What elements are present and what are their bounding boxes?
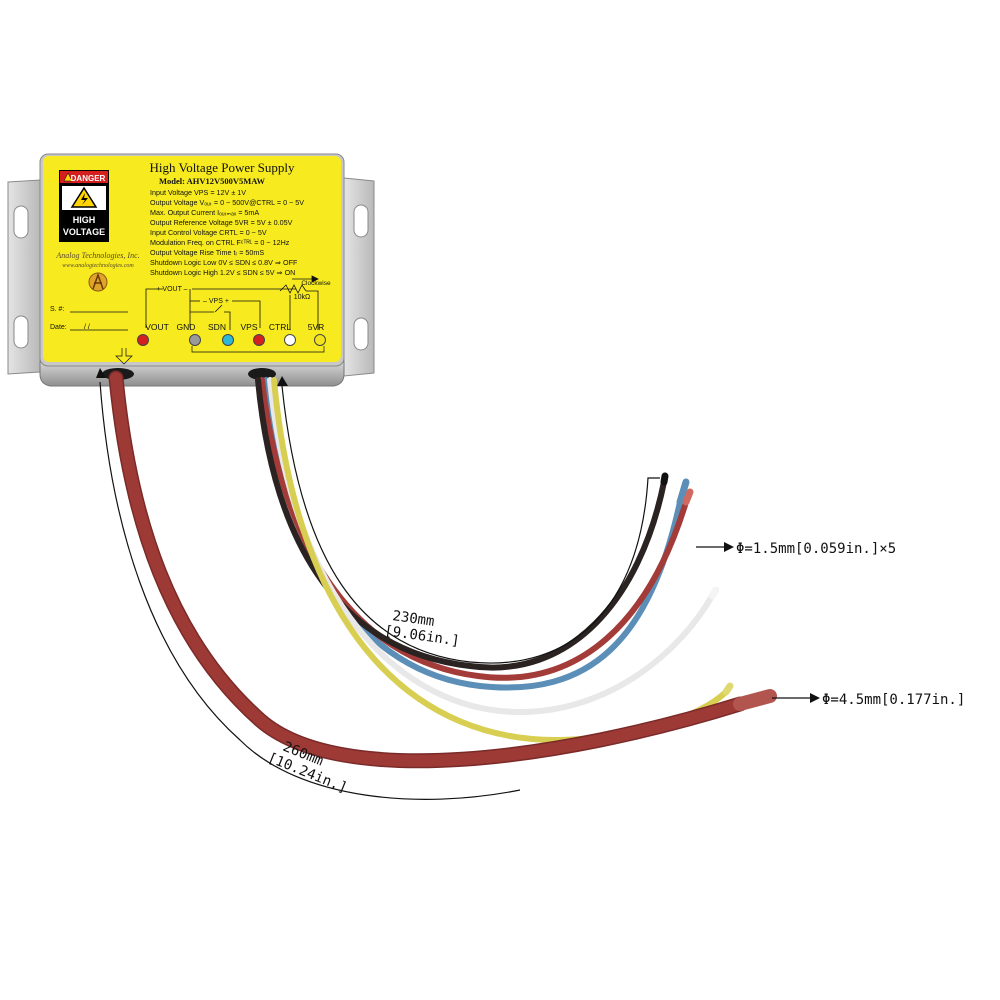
- black-wire: [255, 377, 667, 671]
- pin-dot-gnd: [189, 334, 201, 346]
- small-wire-length-mm: 230mm: [391, 608, 435, 630]
- spec-line: Output Voltage Vₒᵤₜ = 0 ~ 500V@CTRL = 0 …: [150, 198, 304, 207]
- spec-line: Max. Output Current Iₒᵤₜₘₐₓ = 5mA: [150, 208, 259, 217]
- pin-dot-ctrl: [284, 334, 296, 346]
- small-wire-diameter: Φ=1.5mm[0.059in.]×5: [736, 541, 896, 557]
- pin-label-gnd: GND: [177, 322, 196, 332]
- spec-line: Output Voltage Rise Time tᵣ = 50mS: [150, 248, 264, 257]
- high-text: HIGH: [73, 215, 96, 225]
- danger-text: DANGER: [71, 174, 106, 183]
- arrowhead: [277, 376, 288, 386]
- enclosure: [39, 153, 345, 387]
- spec-line: Input Control Voltage CRTL = 0 ~ 5V: [150, 228, 267, 237]
- hv-cable: [110, 372, 746, 767]
- thin-wire-bundle: [255, 377, 734, 744]
- pin-label-5vr: 5VR: [308, 322, 325, 332]
- yellow-label: [43, 156, 341, 362]
- pin-label-vout: VOUT: [145, 322, 169, 332]
- lv-grommet: [248, 368, 276, 380]
- danger-sticker: DANGER HIGH VOLTAGE: [59, 170, 109, 242]
- arrowhead: [724, 542, 734, 552]
- big-wire-diameter: Φ=4.5mm[0.177in.]: [822, 692, 965, 708]
- lightning-icon: [81, 193, 88, 205]
- date-slashes: / /: [84, 324, 90, 331]
- arrowhead: [810, 693, 820, 703]
- company-name: Analog Technologies, Inc.: [55, 251, 139, 260]
- pin-schematic: [145, 275, 319, 330]
- pin-label-ctrl: CTRL: [269, 322, 291, 332]
- spec-line: Modulation Freq. on CTRL Fᶜᵀᴿᴸ = 0 ~ 12H…: [150, 238, 290, 247]
- blue-wire: [263, 377, 683, 691]
- clockwise-label: Clockwise: [301, 280, 331, 287]
- vout-bracket-label: + VOUT –: [156, 286, 187, 293]
- pin-dots: [137, 334, 326, 346]
- date-label: Date:: [50, 324, 67, 331]
- right-mounting-flange: [343, 177, 375, 377]
- spec-line: Shutdown Logic Low 0V ≤ SDN ≤ 0.8V ⇒ OFF: [150, 258, 298, 267]
- pin-dot-5vr: [314, 334, 326, 346]
- company-logo-icon: [88, 272, 108, 292]
- left-mounting-flange: [7, 179, 41, 375]
- pin-label-vps: VPS: [240, 322, 257, 332]
- dim-line-260: [99, 381, 521, 800]
- down-arrow-icon: [115, 348, 133, 365]
- pot-label: 10kΩ: [294, 294, 311, 301]
- red-wire: [259, 377, 689, 681]
- vps-bracket-label: – VPS +: [203, 298, 229, 305]
- label-title: High Voltage Power Supply: [149, 160, 295, 175]
- spec-list: Input Voltage VPS = 12V ± 1V Output Volt…: [150, 188, 304, 277]
- pin-label-sdn: SDN: [208, 322, 226, 332]
- voltage-text: VOLTAGE: [63, 227, 105, 237]
- serial-label: S. #:: [50, 306, 64, 313]
- dim-line-230: [281, 385, 660, 664]
- spec-line: Shutdown Logic High 1.2V ≤ SDN ≤ 5V ⇒ ON: [150, 268, 295, 277]
- spec-line: Input Voltage VPS = 12V ± 1V: [150, 188, 246, 197]
- company-website: www.analogtechnologies.com: [62, 263, 134, 269]
- arrowhead: [96, 368, 106, 378]
- label-model: Model: AHV12V500V5MAW: [159, 176, 266, 186]
- pin-dot-vout: [137, 334, 149, 346]
- spec-line: Output Reference Voltage 5VR = 5V ± 0.05…: [150, 218, 293, 227]
- dimension-lines: [99, 381, 810, 800]
- pin-dot-vps: [253, 334, 265, 346]
- pin-dot-sdn: [222, 334, 234, 346]
